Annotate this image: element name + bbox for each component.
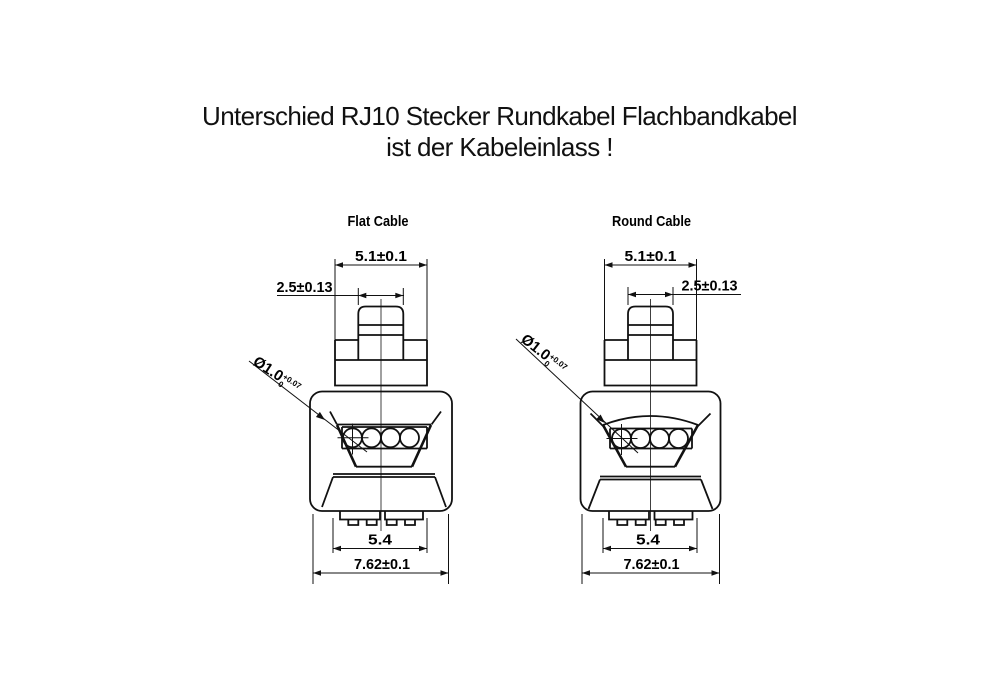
round-wire-4 [668, 428, 689, 449]
flat-wire-4 [399, 427, 420, 449]
flat-dim-body-width-text: 7.62±0.1 [354, 557, 410, 573]
round-cable-drawing: Round Cable 5.1±0.1 2.5±0.13 Ø1.0 +0.07 … [515, 213, 741, 584]
flat-wire-3 [380, 427, 401, 449]
flat-cable-cavity [321, 410, 447, 508]
round-dim-wire-diameter-tol-lower: 0 [542, 359, 551, 369]
flat-dim-shoulder-width-text: 5.1±0.1 [355, 249, 407, 265]
round-dim-body-width-text: 7.62±0.1 [624, 557, 680, 573]
flat-connector-outline [309, 305, 453, 526]
round-dim-shoulder-width-text: 5.1±0.1 [625, 249, 677, 265]
round-dim-contact-span: 5.4 [602, 518, 698, 553]
round-dim-body-width: 7.62±0.1 [581, 514, 720, 584]
flat-dim-wire-diameter: Ø1.0 +0.07 0 [248, 353, 368, 453]
round-cable-cavity [587, 412, 714, 510]
round-dim-latch-width: 2.5±0.13 [627, 279, 741, 305]
round-dim-latch-width-text: 2.5±0.13 [682, 279, 738, 295]
title-line-2: ist der Kabeleinlass ! [386, 132, 613, 162]
flat-dim-body-width: 7.62±0.1 [312, 514, 449, 584]
flat-dim-contact-span-text: 5.4 [368, 533, 392, 549]
flat-dim-latch-width: 2.5±0.13 [277, 280, 404, 305]
flat-dim-latch-width-text: 2.5±0.13 [277, 280, 333, 296]
round-cable-label: Round Cable [612, 213, 691, 230]
page-title: Unterschied RJ10 Stecker Rundkabel Flach… [0, 101, 999, 163]
flat-cable-label: Flat Cable [348, 213, 409, 230]
flat-dim-contact-span: 5.4 [332, 518, 428, 553]
round-dim-shoulder-width: 5.1±0.1 [604, 249, 697, 341]
flat-cable-drawing: Flat Cable 5.1±0.1 2.5±0.13 Ø1.0 +0.07 0 [248, 213, 453, 584]
flat-dim-wire-diameter-tol-lower: 0 [276, 379, 285, 389]
title-line-1: Unterschied RJ10 Stecker Rundkabel Flach… [202, 101, 798, 131]
round-dim-contact-span-text: 5.4 [636, 533, 660, 549]
flat-dim-shoulder-width: 5.1±0.1 [334, 249, 428, 341]
round-wire-3 [649, 428, 670, 449]
